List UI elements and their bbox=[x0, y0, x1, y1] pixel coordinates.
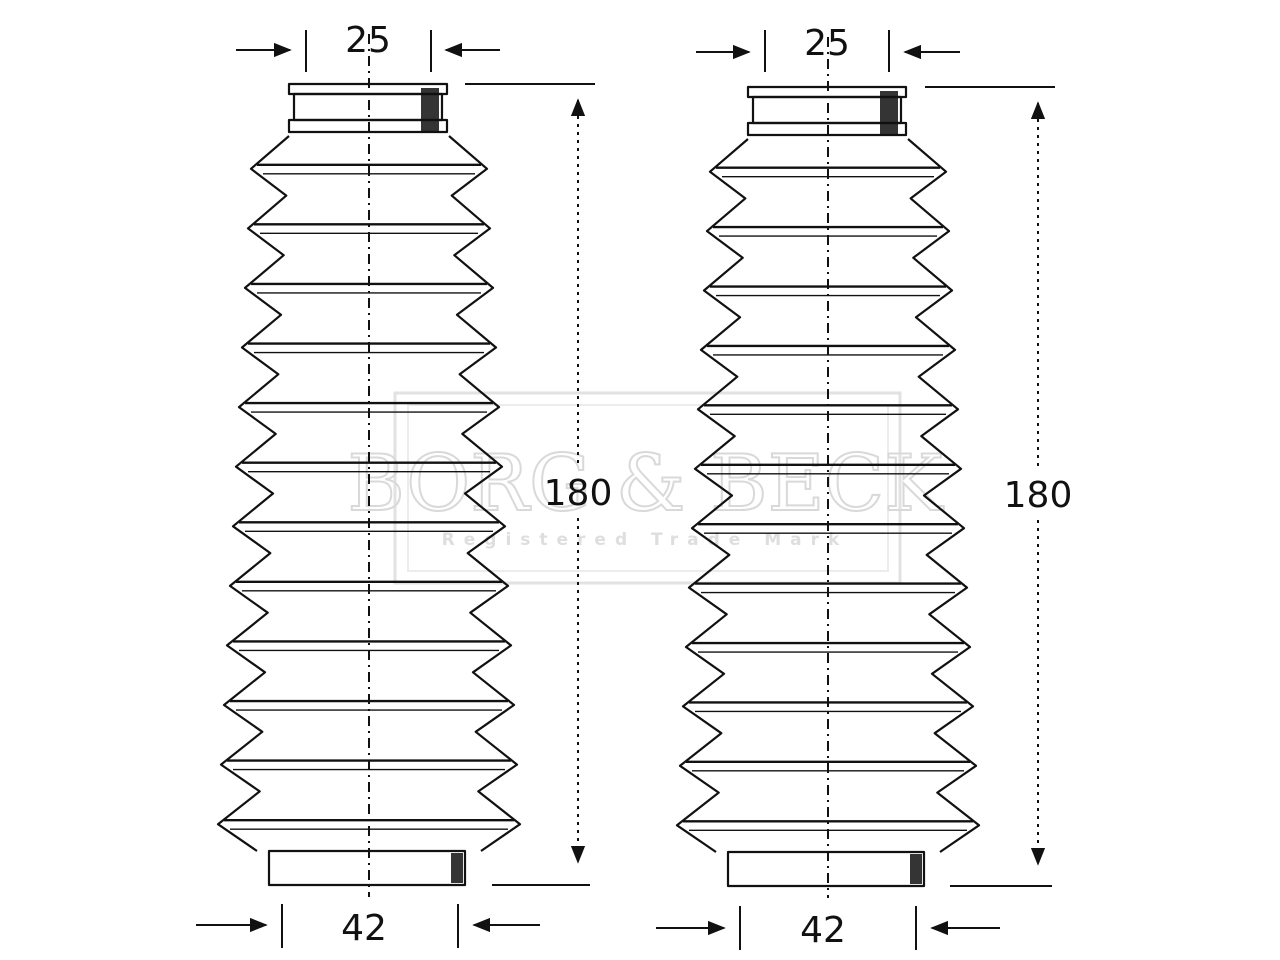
bottom-collar bbox=[726, 850, 926, 888]
top-collar-section bbox=[880, 91, 898, 135]
bellows-left-profile bbox=[675, 138, 749, 853]
boot-outline bbox=[675, 37, 981, 898]
length-dimension: 180 bbox=[465, 83, 613, 886]
watermark-brand: BORG & BECK bbox=[348, 439, 945, 529]
bottom-diameter-label: 42 bbox=[341, 908, 387, 949]
top-diameter-label: 25 bbox=[804, 23, 850, 64]
bottom-collar-section bbox=[451, 853, 463, 883]
bellows-right-profile bbox=[448, 135, 522, 852]
top-diameter-dimension: 25 bbox=[696, 23, 960, 72]
boot-outline bbox=[216, 34, 522, 897]
bellows-right-profile bbox=[907, 138, 981, 853]
length-label: 180 bbox=[544, 473, 613, 514]
top-diameter-dimension: 25 bbox=[236, 20, 500, 72]
watermark-subtitle: Registered Trade Mark bbox=[442, 530, 849, 550]
boot-right: 25 180 42 bbox=[656, 23, 1072, 951]
bellows-left-profile bbox=[216, 135, 290, 852]
bottom-collar bbox=[267, 849, 467, 887]
bottom-diameter-dimension: 42 bbox=[656, 906, 1000, 951]
length-label: 180 bbox=[1004, 475, 1073, 516]
top-collar-section bbox=[421, 88, 439, 132]
brand-watermark: BORG & BECK Registered Trade Mark bbox=[347, 391, 945, 585]
bottom-collar-section bbox=[910, 854, 922, 884]
bottom-diameter-dimension: 42 bbox=[196, 904, 540, 949]
bottom-diameter-label: 42 bbox=[800, 910, 846, 951]
boot-left: 25 180 42 bbox=[196, 20, 612, 949]
top-diameter-label: 25 bbox=[345, 20, 391, 61]
length-dimension: 180 bbox=[925, 86, 1073, 887]
